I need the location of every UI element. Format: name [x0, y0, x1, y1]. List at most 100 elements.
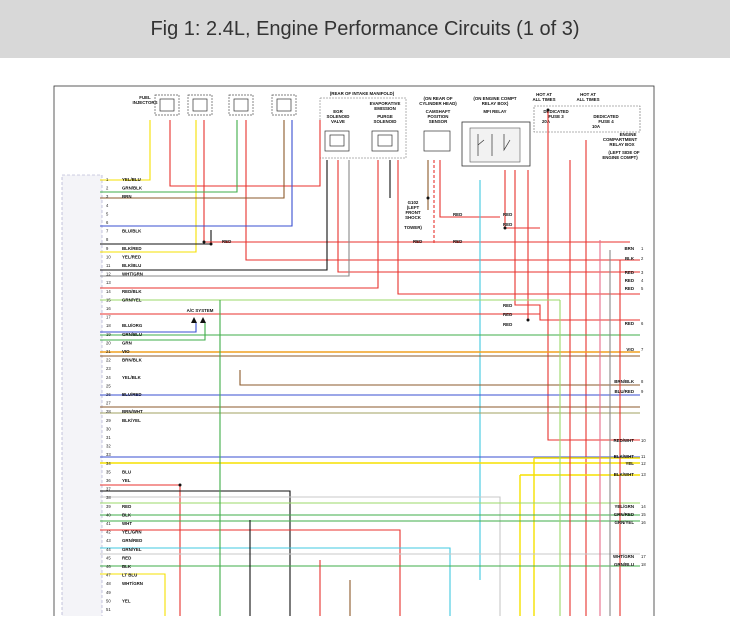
injector-1-body: [159, 98, 175, 112]
output-wire-color: VIO: [626, 347, 634, 352]
injector-2-body: [192, 98, 208, 112]
svg-text:A/C SYSTEM: A/C SYSTEM: [187, 308, 214, 313]
ac-system: A/C SYSTEM: [187, 308, 214, 323]
output-number: 5: [641, 286, 644, 291]
engine-compartment-relay-box: ENGINE COMPARTMENT RELAY BOX (LEFT SIDE …: [602, 132, 640, 160]
injector-4: [271, 94, 297, 116]
svg-text:SENSOR: SENSOR: [429, 119, 448, 124]
pcm-connector: [61, 174, 103, 621]
output-number: 9: [641, 389, 644, 394]
svg-text:RED: RED: [222, 239, 231, 244]
pcm-pin-number: 27: [106, 401, 111, 406]
pcm-pin-wire-color: YEL: [122, 478, 131, 483]
svg-text:MFI RELAY: MFI RELAY: [483, 109, 506, 114]
output-number: 6: [641, 321, 644, 326]
pcm-pin-wire-color: RED: [122, 555, 131, 560]
output-wire-color: BLK/WHT: [614, 454, 635, 459]
output-wire-color: BRN: [624, 246, 634, 251]
pcm-pin-number: 43: [106, 538, 111, 543]
pcm-pin-number: 32: [106, 444, 111, 449]
output-wire-color: BLK/WHT: [614, 472, 635, 477]
pcm-pin-wire-color: LT BLU: [122, 573, 137, 578]
pcm-pin-number: 31: [106, 435, 111, 440]
pcm-pin-number: 23: [106, 366, 111, 371]
diagram-canvas: FUEL INJECTORS (REAR OF INTAKE MANIFOLD)…: [53, 85, 655, 621]
hot-at-all-times-right: HOT AT ALL TIMES: [576, 92, 599, 102]
svg-text:RED: RED: [503, 222, 512, 227]
pcm-pin-wire-color: BLK/RED: [122, 246, 142, 251]
svg-text:POSITION: POSITION: [428, 114, 449, 119]
output-number: 12: [641, 461, 646, 466]
output-wire-color: RED: [625, 321, 634, 326]
pcm-pin-number: 34: [106, 461, 111, 466]
output-wire-color: BLU/RED: [614, 389, 634, 394]
pcm-pin-number: 37: [106, 487, 111, 492]
svg-text:VALVE: VALVE: [331, 119, 345, 124]
wires: [100, 110, 640, 616]
output-number: 2: [641, 256, 644, 261]
pcm-pin-wire-color: GRN/YEL: [122, 297, 142, 302]
pcm-pin-wire-color: GRN/BLK: [122, 186, 143, 191]
pcm-pin-number: 51: [106, 607, 111, 612]
pcm-pin-wire-color: BLU/RED: [122, 392, 142, 397]
pcm-pin-wire-color: WHT/GRN: [122, 581, 143, 586]
output-number: 11: [641, 454, 646, 459]
pcm-pin-wire-color: BRN/WHT: [122, 409, 143, 414]
pcm-pin-number: 39: [106, 504, 111, 509]
svg-text:SOLENOID: SOLENOID: [374, 119, 397, 124]
pcm-pin-wire-color: BLK: [122, 512, 132, 517]
pcm-pin-wire-color: VIO: [122, 349, 130, 354]
svg-text:HOT AT: HOT AT: [536, 92, 552, 97]
svg-text:DEDICATED: DEDICATED: [543, 109, 568, 114]
svg-text:RED: RED: [453, 212, 462, 217]
mfi-relay: (ON ENGINE COMPT RELAY BOX) MFI RELAY: [461, 96, 531, 167]
svg-text:FUSE 3: FUSE 3: [548, 114, 564, 119]
svg-text:COMPARTMENT: COMPARTMENT: [603, 137, 638, 142]
intake-manifold-label: (REAR OF INTAKE MANIFOLD): [330, 91, 395, 96]
pcm-pin-number: 16: [106, 306, 111, 311]
svg-text:HOT AT: HOT AT: [580, 92, 596, 97]
pcm-pin-number: 45: [106, 555, 111, 560]
pcm-pin-number: 20: [106, 340, 111, 345]
svg-text:10A: 10A: [592, 124, 601, 129]
pcm-pin-number: 15: [106, 297, 111, 302]
output-wire-color: YEL/GRN: [614, 504, 634, 509]
pcm-pin-number: 9: [106, 246, 109, 251]
output-wire-color: WHT/GRN: [613, 554, 634, 559]
svg-text:RED: RED: [503, 212, 512, 217]
pcm-pin-wire-color: RED/BLK: [122, 289, 142, 294]
pcm-pin-number: 10: [106, 254, 111, 259]
pcm-pin-number: 47: [106, 573, 111, 578]
pcm-pin-number: 30: [106, 426, 111, 431]
pcm-pin-number: 36: [106, 478, 111, 483]
pcm-pin-wire-color: BLU: [122, 469, 131, 474]
svg-text:TOWER): TOWER): [404, 225, 422, 230]
pcm-pin-wire-color: YEL/BLK: [122, 375, 142, 380]
svg-text:FRONT: FRONT: [405, 210, 420, 215]
injectors-label-2: INJECTORS: [132, 100, 157, 105]
pcm-pin-number: 7: [106, 229, 109, 234]
pcm-pin-number: 18: [106, 323, 111, 328]
pcm-pin-number: 35: [106, 469, 111, 474]
egr-solenoid: EGR SOLENOID VALVE: [324, 109, 349, 152]
output-wire-color: RED: [625, 286, 634, 291]
output-wire-color: RED/WHT: [614, 438, 635, 443]
pcm-pin-wire-color: WHT: [122, 521, 132, 526]
output-wire-color: RED: [625, 278, 634, 283]
svg-text:SHOCK: SHOCK: [405, 215, 422, 220]
svg-text:PURGE: PURGE: [377, 114, 393, 119]
pcm-pin-number: 50: [106, 598, 111, 603]
output-number: 10: [641, 438, 646, 443]
output-number: 7: [641, 347, 644, 352]
pcm-pin-number: 11: [106, 263, 111, 268]
svg-text:RELAY BOX): RELAY BOX): [482, 101, 509, 106]
svg-text:FUSE 4: FUSE 4: [598, 119, 614, 124]
dedicated-fuse-4: DEDICATED FUSE 4 10A: [592, 114, 619, 129]
pcm-pin-wire-color: YEL/RED: [122, 254, 141, 259]
pcm-pin-number: 44: [106, 547, 111, 552]
pcm-pin-wire-color: YEL: [122, 598, 131, 603]
pcm-pin-number: 6: [106, 220, 109, 225]
output-wire-color: GRN/BLU: [614, 562, 634, 567]
pcm-pin-number: 38: [106, 495, 111, 500]
